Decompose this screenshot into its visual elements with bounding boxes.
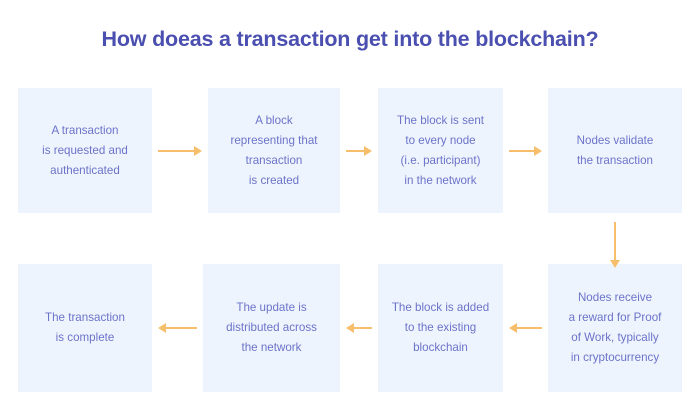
flow-node-label: A transaction is requested and authentic…: [42, 123, 128, 177]
flow-node-step-4: Nodes validate the transaction: [548, 88, 682, 213]
flow-node-step-3: The block is sent to every node (i.e. pa…: [378, 88, 503, 213]
arrow-down-icon-4-to-5: [609, 222, 621, 268]
flow-node-label: The block is added to the existing block…: [391, 301, 490, 354]
flow-node-label: The update is distributed across the net…: [226, 301, 317, 354]
flow-node-step-5: Nodes receive a reward for Proof of Work…: [548, 264, 682, 392]
arrow-right-icon-1-to-2: [158, 145, 202, 157]
flow-node-step-2: A block representing that transaction is…: [208, 88, 340, 213]
arrow-right-icon-2-to-3: [346, 145, 372, 157]
arrow-left-icon-5-to-6: [509, 322, 542, 334]
flow-node-step-7: The update is distributed across the net…: [203, 264, 340, 392]
flow-node-label: A block representing that transaction is…: [230, 113, 318, 187]
arrow-right-icon-3-to-4: [509, 145, 542, 157]
flow-node-label: The transaction is complete: [45, 311, 125, 344]
flow-node-label: Nodes validate the transaction: [576, 133, 654, 167]
flow-node-step-1: A transaction is requested and authentic…: [18, 88, 152, 213]
flow-node-label: The block is sent to every node (i.e. pa…: [397, 113, 484, 187]
flow-node-step-6: The block is added to the existing block…: [378, 264, 503, 392]
arrow-left-icon-7-to-8: [158, 322, 197, 334]
page-title: How doeas a transaction get into the blo…: [101, 27, 599, 51]
flow-node-step-8: The transaction is complete: [18, 264, 152, 392]
flow-node-label: Nodes receive a reward for Proof of Work…: [568, 291, 662, 364]
arrow-left-icon-6-to-7: [346, 322, 372, 334]
